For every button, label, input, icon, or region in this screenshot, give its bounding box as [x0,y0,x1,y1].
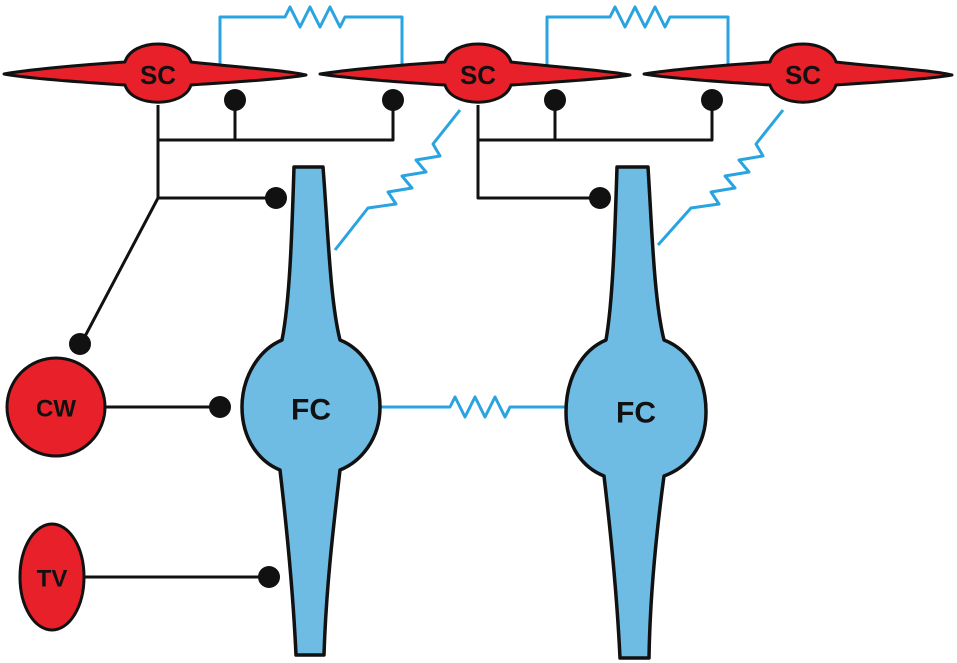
sc-cell-3: SC [642,42,954,104]
synapse-dot [258,566,280,588]
gap-junction-sc3-fc2 [656,109,785,246]
sc-2-label: SC [460,60,496,90]
sc2-axon-to-fc2 [476,140,598,200]
synapse-dot [209,396,231,418]
synapse-dot [265,187,287,209]
gap-junction-sc2-fc1 [333,109,462,251]
synapse-dot [382,89,404,111]
fc-cell-2-body [564,165,708,660]
tv-cell-body [18,522,86,632]
fc-2-label: FC [616,397,656,430]
sc-cell-2: SC [318,42,632,104]
cw-label: CW [36,396,76,423]
fc-cell-1: FC [240,165,382,657]
sc-3-label: SC [785,60,821,90]
synapse-dot [544,89,566,111]
fc-cell-1-body [240,165,382,657]
sc-cell-2-body [318,42,632,104]
fc-cell-2: FC [564,165,708,660]
gap-junction-sc2-sc3 [545,5,730,68]
synapse-dot [701,89,723,111]
gap-junction-fc1-fc2 [380,395,567,419]
tv-label: TV [37,566,68,593]
sc-cell-1: SC [2,42,308,104]
sc1-axon-to-sc2 [156,100,395,142]
tv-cell: TV [18,522,86,632]
cw-cell-body [5,356,107,458]
synapse-dot [69,333,91,355]
synapse-dot [589,187,611,209]
cw-cell: CW [5,356,107,458]
synaptic-connections [80,100,714,579]
synapse-terminals [69,89,723,588]
sc-cell-1-body [2,42,308,104]
fc-1-label: FC [291,394,331,427]
sc-1-label: SC [140,60,176,90]
gap-junctions [218,5,785,419]
gap-junction-sc1-sc2 [218,5,404,68]
sc-cell-3-body [642,42,954,104]
sc1-axon-to-fc1 [156,140,272,200]
synapse-dot [224,89,246,111]
sc2-axon-to-sc3 [476,100,714,142]
sc1-axon-to-cw [80,197,160,343]
